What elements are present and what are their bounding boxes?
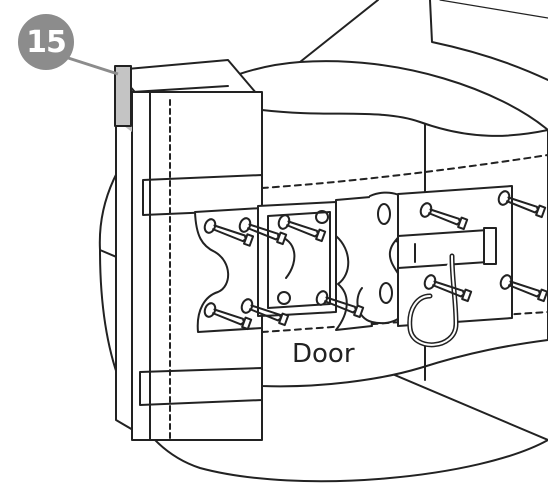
bolt-bar <box>397 229 489 269</box>
door-dashed-top <box>261 154 548 189</box>
step-number-badge: 15 <box>18 14 74 70</box>
screw <box>497 190 547 219</box>
screw <box>203 218 255 247</box>
screws <box>203 190 548 331</box>
callout-pointer-inner <box>439 0 548 19</box>
frame-block-top <box>114 65 132 127</box>
screw <box>238 217 288 246</box>
screw <box>203 302 253 331</box>
screw <box>499 274 548 303</box>
shim-bottom <box>139 367 263 406</box>
callout-pointer <box>299 0 548 81</box>
step-leader-line <box>61 54 119 76</box>
screw <box>277 214 327 243</box>
door-label: Door <box>292 339 355 369</box>
screw <box>423 274 473 303</box>
screw <box>240 298 290 327</box>
screw <box>419 202 469 231</box>
bolt-end <box>483 227 497 265</box>
screw <box>315 290 365 319</box>
door-dashed-bottom <box>261 311 548 333</box>
